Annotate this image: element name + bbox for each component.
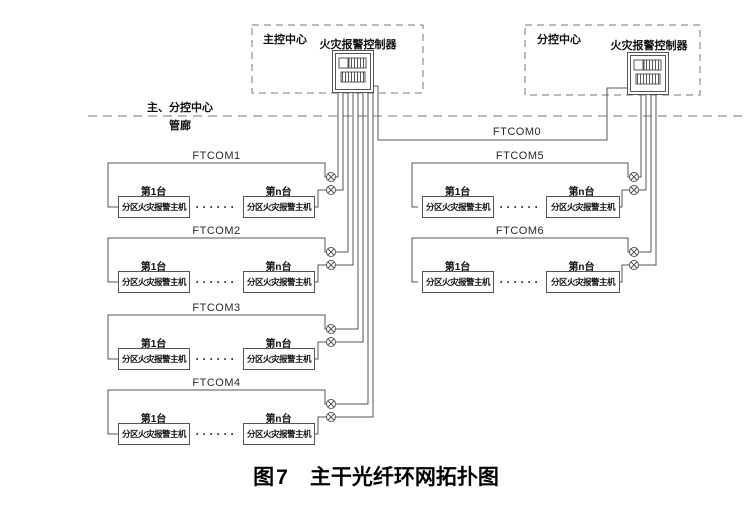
ftcom-group-2: FTCOM2 第1台 第n台 分区火灾报警主机 分区火灾报警主机 ······: [108, 225, 325, 295]
ftcom-group-label: FTCOM3: [192, 302, 241, 314]
ftcom-group-3: FTCOM3 第1台 第n台 分区火灾报警主机 分区火灾报警主机 ······: [108, 302, 325, 372]
unit-last-label: 第n台: [265, 339, 292, 350]
unit-first-label: 第1台: [140, 187, 167, 198]
fiber-coupler-icon: [629, 247, 639, 257]
figure-caption: 图7 主干光纤环网拓扑图: [0, 461, 752, 491]
ftcom0-trunk-line: [374, 85, 627, 141]
main-controller-label: 火灾报警控制器: [319, 39, 397, 51]
device-box-first: 分区火灾报警主机: [118, 423, 190, 445]
unit-last-label: 第n台: [265, 262, 292, 273]
ring-loops-left: [107, 162, 327, 435]
fiber-coupler-icon: [629, 172, 639, 182]
unit-first-label: 第1台: [140, 262, 167, 273]
unit-last-label: 第n台: [265, 414, 292, 425]
unit-last-label: 第n台: [265, 187, 292, 198]
device-box-last: 分区火灾报警主机: [243, 196, 315, 218]
fiber-coupler-icon: [326, 337, 336, 347]
ftcom-group-label: FTCOM5: [495, 150, 545, 162]
ftcom-group-label: FTCOM1: [192, 150, 241, 162]
device-box-last: 分区火灾报警主机: [243, 348, 315, 370]
ellipsis-dots: ······: [195, 275, 238, 289]
boundary-top-label: 主、分控中心: [147, 102, 213, 114]
fire-alarm-controller-icon: [332, 50, 374, 93]
fiber-coupler-icon: [326, 260, 336, 270]
ftcom-group-label: FTCOM4: [192, 377, 241, 389]
boundary-bottom-label: 管廊: [169, 120, 191, 132]
device-box-last: 分区火灾报警主机: [546, 196, 620, 218]
fiber-coupler-icon: [629, 185, 639, 195]
sub-center-dashed-box: [524, 24, 701, 96]
ellipsis-dots: ······: [499, 275, 542, 289]
ellipsis-dots: ······: [499, 200, 542, 214]
fiber-coupler-icon: [326, 185, 336, 195]
main-center-label: 主控中心: [263, 34, 307, 46]
figure-title: 主干光纤环网拓扑图: [309, 466, 499, 489]
device-box-first: 分区火灾报警主机: [118, 196, 190, 218]
sub-controller-label: 火灾报警控制器: [610, 40, 688, 52]
unit-last-label: 第n台: [568, 187, 595, 198]
fiber-coupler-icon: [326, 399, 336, 409]
device-box-first: 分区火灾报警主机: [422, 271, 494, 293]
ftcom-group-6: FTCOM6 第1台 第n台 分区火灾报警主机 分区火灾报警主机 ······: [412, 225, 628, 295]
device-box-last: 分区火灾报警主机: [546, 271, 620, 293]
ellipsis-dots: ······: [195, 352, 238, 366]
sub-fiber-bundle: [639, 95, 657, 266]
unit-first-label: 第1台: [444, 187, 471, 198]
ftcom-group-label: FTCOM2: [192, 225, 241, 237]
ftcom-group-4: FTCOM4 第1台 第n台 分区火灾报警主机 分区火灾报警主机 ······: [108, 377, 325, 447]
device-box-first: 分区火灾报警主机: [422, 196, 494, 218]
fire-alarm-controller-icon: [627, 52, 669, 95]
ftcom-group-label: FTCOM6: [495, 225, 545, 237]
fiber-coupler-icon: [326, 247, 336, 257]
unit-first-label: 第1台: [140, 339, 167, 350]
ftcom-group-5: FTCOM5 第1台 第n台 分区火灾报警主机 分区火灾报警主机 ······: [412, 150, 628, 220]
unit-first-label: 第1台: [140, 414, 167, 425]
device-box-first: 分区火灾报警主机: [118, 348, 190, 370]
device-box-last: 分区火灾报警主机: [243, 423, 315, 445]
fiber-coupler-icon: [326, 324, 336, 334]
main-fiber-bundle: [336, 93, 374, 418]
ellipsis-dots: ······: [195, 427, 238, 441]
ftcom0-label: FTCOM0: [492, 126, 542, 138]
unit-first-label: 第1台: [444, 262, 471, 273]
figure-number: 图7: [253, 466, 290, 489]
ellipsis-dots: ······: [195, 200, 238, 214]
fiber-coupler-icon: [629, 260, 639, 270]
device-box-last: 分区火灾报警主机: [243, 271, 315, 293]
ftcom-group-1: FTCOM1 第1台 第n台 分区火灾报警主机 分区火灾报警主机 ······: [108, 150, 325, 220]
ring-loops-right: [411, 162, 630, 283]
fiber-coupler-icon: [326, 172, 336, 182]
fiber-coupler-icon: [326, 412, 336, 422]
unit-last-label: 第n台: [568, 262, 595, 273]
device-box-first: 分区火灾报警主机: [118, 271, 190, 293]
sub-center-label: 分控中心: [537, 34, 581, 46]
